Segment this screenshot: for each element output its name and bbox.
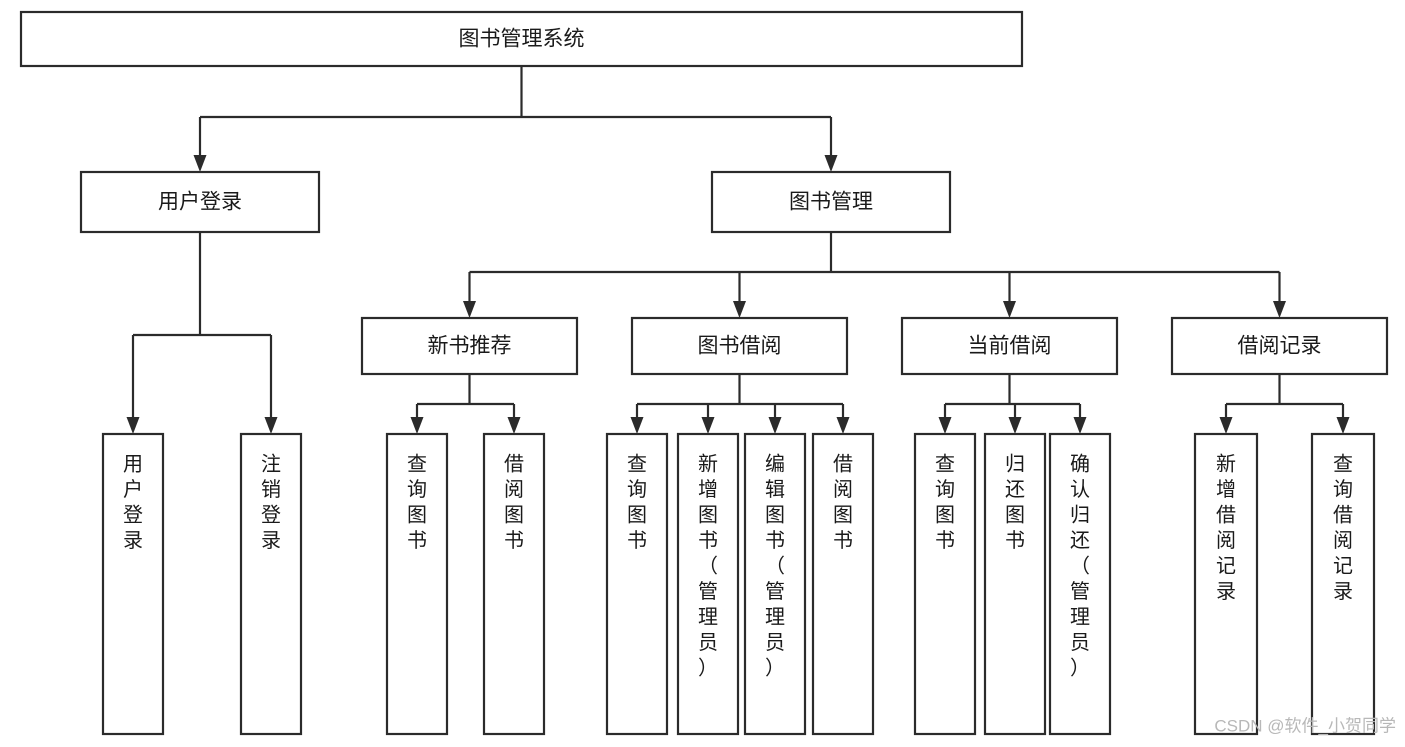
node-box <box>1310 432 1376 736</box>
node-label: 编辑图书（管理员） <box>765 452 785 679</box>
node-box <box>811 432 875 736</box>
node-box <box>983 432 1047 736</box>
node-label: 图书管理 <box>789 191 873 214</box>
node-box <box>630 316 849 376</box>
arrow-head <box>768 417 782 434</box>
arrow-head <box>1336 417 1350 434</box>
node-leaf-logout[interactable]: 注销登录 <box>239 432 303 736</box>
node-box <box>101 432 165 736</box>
node-label: 图书管理系统 <box>459 28 585 51</box>
node-box <box>19 10 1024 68</box>
node-layer: 图书管理系统用户登录图书管理新书推荐图书借阅当前借阅借阅记录用户登录注销登录查询… <box>19 10 1389 736</box>
arrow-head <box>630 417 644 434</box>
node-book-manage[interactable]: 图书管理 <box>710 170 952 234</box>
node-label: 归还图书 <box>1005 452 1025 552</box>
node-current-borrow[interactable]: 当前借阅 <box>900 316 1119 376</box>
node-label: 注销登录 <box>261 452 281 552</box>
node-leaf-query-book-a[interactable]: 查询图书 <box>385 432 449 736</box>
node-leaf-borrow-book-b[interactable]: 借阅图书 <box>811 432 875 736</box>
node-new-book-rec[interactable]: 新书推荐 <box>360 316 579 376</box>
node-leaf-add-record[interactable]: 新增借阅记录 <box>1193 432 1259 736</box>
node-box <box>1170 316 1389 376</box>
node-book-borrow[interactable]: 图书借阅 <box>630 316 849 376</box>
node-label: 借阅记录 <box>1238 335 1322 358</box>
node-borrow-record[interactable]: 借阅记录 <box>1170 316 1389 376</box>
connector-group-borrow_record <box>1219 374 1350 434</box>
node-label: 确认归还（管理员） <box>1070 452 1090 679</box>
node-label: 图书借阅 <box>698 335 782 358</box>
arrow-head <box>938 417 952 434</box>
node-box <box>900 316 1119 376</box>
arrow-head <box>701 417 715 434</box>
node-label: 借阅图书 <box>833 452 853 552</box>
node-label: 借阅图书 <box>504 452 524 552</box>
arrow-head <box>1003 301 1016 318</box>
connector-group-new_book_rec <box>410 374 521 434</box>
node-label: 查询图书 <box>407 452 427 552</box>
node-box <box>743 432 807 736</box>
arrow-head <box>836 417 850 434</box>
connector-group-book_manage <box>463 232 1286 318</box>
node-box <box>385 432 449 736</box>
node-leaf-edit-book[interactable]: 编辑图书（管理员） <box>743 432 807 736</box>
node-label: 新书推荐 <box>428 335 512 358</box>
node-leaf-query-record[interactable]: 查询借阅记录 <box>1310 432 1376 736</box>
node-leaf-user-login[interactable]: 用户登录 <box>101 432 165 736</box>
node-leaf-confirm-return[interactable]: 确认归还（管理员） <box>1048 432 1112 736</box>
node-leaf-return-book[interactable]: 归还图书 <box>983 432 1047 736</box>
arrow-head <box>1008 417 1022 434</box>
node-leaf-query-book-c[interactable]: 查询图书 <box>913 432 977 736</box>
arrow-head <box>507 417 521 434</box>
node-leaf-query-book-b[interactable]: 查询图书 <box>605 432 669 736</box>
node-label: 用户登录 <box>158 191 242 214</box>
watermark-label: CSDN @软件_小贺同学 <box>1214 716 1396 735</box>
arrow-head <box>1073 417 1087 434</box>
node-box <box>239 432 303 736</box>
node-label: 查询图书 <box>627 452 647 552</box>
node-label: 查询图书 <box>935 452 955 552</box>
arrow-head <box>1273 301 1286 318</box>
node-user-login[interactable]: 用户登录 <box>79 170 321 234</box>
arrow-head <box>193 155 207 172</box>
arrow-head <box>733 301 746 318</box>
node-box <box>482 432 546 736</box>
node-leaf-borrow-book-a[interactable]: 借阅图书 <box>482 432 546 736</box>
node-box <box>676 432 740 736</box>
node-box <box>605 432 669 736</box>
arrow-head <box>264 417 278 434</box>
node-label: 当前借阅 <box>968 335 1052 358</box>
connector-layer <box>126 66 1350 434</box>
connector-group-root <box>193 66 838 172</box>
connector-group-user_login <box>126 232 278 434</box>
node-box <box>360 316 579 376</box>
node-box <box>710 170 952 234</box>
node-box <box>913 432 977 736</box>
connector-group-current_borrow <box>938 374 1087 434</box>
node-box <box>79 170 321 234</box>
node-root[interactable]: 图书管理系统 <box>19 10 1024 68</box>
node-label: 新增借阅记录 <box>1216 452 1236 603</box>
node-leaf-add-book[interactable]: 新增图书（管理员） <box>676 432 740 736</box>
arrow-head <box>410 417 424 434</box>
node-label: 用户登录 <box>123 453 143 552</box>
arrow-head <box>1219 417 1233 434</box>
connector-group-book_borrow <box>630 374 850 434</box>
node-box <box>1048 432 1112 736</box>
arrow-head <box>824 155 838 172</box>
node-box <box>1193 432 1259 736</box>
node-label: 新增图书（管理员） <box>698 452 718 679</box>
node-label: 查询借阅记录 <box>1333 452 1353 603</box>
arrow-head <box>126 417 140 434</box>
arrow-head <box>463 301 476 318</box>
